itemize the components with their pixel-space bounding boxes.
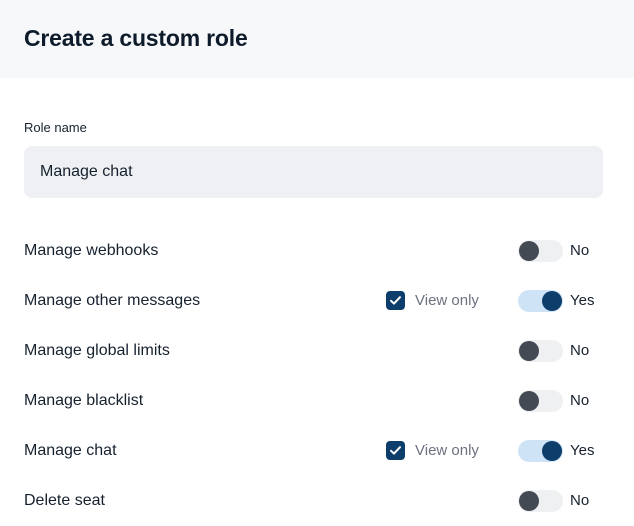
permission-label: Manage global limits bbox=[24, 341, 170, 359]
toggle-knob bbox=[519, 240, 539, 261]
permission-label: Delete seat bbox=[24, 491, 105, 509]
permission-toggle[interactable] bbox=[518, 289, 563, 312]
toggle-cell: No bbox=[518, 389, 610, 412]
view-only-checkbox[interactable] bbox=[386, 441, 405, 461]
permission-toggle[interactable] bbox=[518, 239, 563, 262]
toggle-state-label: Yes bbox=[570, 292, 595, 310]
view-only-cell: View only bbox=[386, 341, 518, 360]
toggle-cell: No bbox=[518, 239, 610, 262]
permission-row: Delete seat View only No bbox=[24, 476, 610, 526]
view-only-label: View only bbox=[415, 442, 479, 460]
permissions-list: Manage webhooks View only No Manage othe… bbox=[24, 226, 610, 526]
view-only-cell: View only bbox=[386, 441, 518, 461]
view-only-cell: View only bbox=[386, 241, 518, 260]
view-only-cell: View only bbox=[386, 291, 518, 311]
role-name-label: Role name bbox=[24, 120, 87, 135]
permission-toggle[interactable] bbox=[518, 339, 563, 362]
page-title: Create a custom role bbox=[24, 25, 248, 52]
permission-row: Manage chat View only Yes bbox=[24, 426, 610, 476]
view-only-cell: View only bbox=[386, 391, 518, 410]
role-name-field-block: Role name bbox=[24, 78, 610, 198]
check-icon bbox=[390, 446, 401, 455]
view-only-checkbox[interactable] bbox=[386, 291, 405, 311]
permission-toggle[interactable] bbox=[518, 439, 563, 462]
permission-label: Manage webhooks bbox=[24, 241, 159, 259]
check-icon bbox=[390, 296, 401, 305]
toggle-knob bbox=[519, 490, 539, 511]
permission-row: Manage webhooks View only No bbox=[24, 226, 610, 276]
dialog-header: Create a custom role bbox=[0, 0, 634, 78]
toggle-cell: Yes bbox=[518, 439, 610, 462]
toggle-cell: No bbox=[518, 339, 610, 362]
toggle-knob bbox=[542, 440, 562, 461]
toggle-state-label: No bbox=[570, 492, 590, 510]
permission-row: Manage global limits View only No bbox=[24, 326, 610, 376]
permission-row: Manage blacklist View only No bbox=[24, 376, 610, 426]
toggle-state-label: No bbox=[570, 242, 590, 260]
permission-label: Manage other messages bbox=[24, 291, 201, 309]
permission-label: Manage blacklist bbox=[24, 391, 144, 409]
toggle-state-label: Yes bbox=[570, 442, 595, 460]
permission-row: Manage other messages View only Yes bbox=[24, 276, 610, 326]
toggle-cell: Yes bbox=[518, 289, 610, 312]
permission-toggle[interactable] bbox=[518, 389, 563, 412]
permission-label: Manage chat bbox=[24, 441, 117, 459]
role-name-input[interactable] bbox=[24, 145, 603, 198]
toggle-cell: No bbox=[518, 489, 610, 512]
toggle-state-label: No bbox=[570, 392, 590, 410]
toggle-state-label: No bbox=[570, 342, 590, 360]
dialog-body: Role name Manage webhooks View only No M… bbox=[0, 78, 634, 526]
view-only-cell: View only bbox=[386, 491, 518, 510]
toggle-knob bbox=[542, 290, 562, 311]
toggle-knob bbox=[519, 340, 539, 361]
view-only-label: View only bbox=[415, 292, 479, 310]
permission-toggle[interactable] bbox=[518, 489, 563, 512]
toggle-knob bbox=[519, 390, 539, 411]
